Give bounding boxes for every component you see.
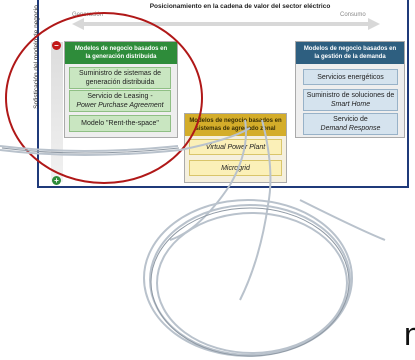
highlight-ring bbox=[5, 12, 203, 184]
cropped-text: n bbox=[404, 316, 415, 352]
microgrid-box: Microgrid bbox=[189, 160, 282, 176]
plus-icon: + bbox=[52, 176, 61, 185]
diagram-title: Posicionamiento en la cadena de valor de… bbox=[149, 3, 331, 10]
energy-services-box: Servicios energéticos bbox=[303, 69, 398, 85]
demand-group-header: Modelos de negocio basados en la gestión… bbox=[296, 42, 404, 64]
consumption-end-label: Consumo bbox=[340, 12, 366, 18]
smart-home-box: Suministro de soluciones de Smart Home bbox=[303, 89, 398, 111]
demand-response-box: Servicio de Demand Response bbox=[303, 113, 398, 135]
virtual-power-plant-box: Virtual Power Plant bbox=[189, 139, 282, 155]
